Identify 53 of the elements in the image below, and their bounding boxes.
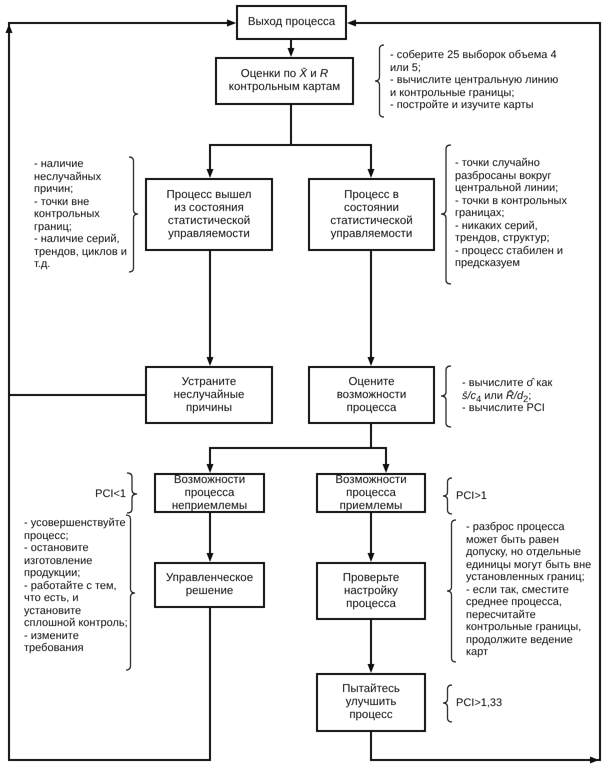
note-text: - остановите изготовление продукции; (24, 542, 94, 580)
note-text: - вычислите σ̂ как s̄/c$_{4}$ или R̄/d$_{2}$; (462, 377, 554, 402)
note-text: PCI>1,33 (456, 697, 504, 710)
box-label: Возможности процесса неприемлемы (170, 474, 248, 512)
process-box (145, 366, 273, 424)
box-label: Оцените возможности процесса (336, 376, 408, 414)
note-text: - разброс процесса может быть равен допуску, но отдельные единицы могут быть вне установленных границ; (466, 521, 592, 584)
arrow (347, 20, 601, 764)
note-text: - точки вне контрольных границ; (34, 196, 101, 233)
process-box (236, 5, 347, 40)
process-box (145, 178, 273, 251)
box-label: Оценки по X̄ и R контрольным картам (228, 68, 342, 94)
arrow (368, 251, 374, 366)
note-text: - соберите 25 выборок объема 4 или 5; (390, 49, 558, 74)
box-label: Выход процесса (248, 16, 336, 29)
note-text: - наличие неслучайных причин; (34, 158, 102, 196)
arrow (206, 251, 214, 366)
note-text: - точки в контрольных границах; (455, 194, 568, 220)
note-text: PCI>1 (456, 490, 488, 502)
box-label: Процесс в состоянии статистической управляемости (329, 188, 414, 240)
arrow (370, 424, 390, 473)
arrow (290, 105, 374, 178)
note-text: - постройте и изучите карты (390, 99, 535, 112)
note-text: - усовершенствуйте процесс; (24, 517, 127, 542)
note-text: - вычислите центральную линию и контрольные границы; (390, 74, 560, 99)
arrow (206, 513, 214, 562)
note-text: - вычислите PCI (462, 402, 546, 414)
note-text: - точки случайно разбросаны вокруг центральной линии; (455, 157, 560, 194)
process-box (154, 562, 265, 608)
box-label: Проверьте настройку процесса (342, 572, 400, 610)
arrow (288, 40, 294, 57)
note-text: - если так, сместите среднее процесса, пересчитайте контрольные границы, продолжите ведение карт (466, 584, 582, 658)
box-label: Устраните неслучайные причины (172, 376, 246, 414)
note-text: PCI<1 (94, 488, 126, 500)
process-box (308, 178, 435, 251)
process-box (316, 473, 426, 513)
process-box (316, 673, 426, 732)
box-label: Пытайтесь улучшить процесс (341, 683, 401, 722)
process-box (215, 57, 354, 105)
box-label: Управленческое решение (164, 572, 254, 598)
note-text: - процесс стабилен и предсказуем (455, 244, 564, 270)
process-box (308, 366, 435, 424)
process-box (154, 473, 265, 513)
box-label: Возможности процесса приемлемы (334, 474, 408, 512)
note-text: - измените требования (24, 630, 85, 654)
note-text: - наличие серий, трендов, циклов и т.д. (34, 233, 128, 270)
arrow (368, 513, 374, 562)
arrow (8, 20, 236, 761)
note-text: - никаких серий, трендов, структур; (455, 220, 551, 244)
note-text: - работайте с тем, что есть, и установите сплошной контроль; (24, 580, 128, 630)
box-label: Процесс вышел из состояния статистической управляемости (166, 188, 252, 240)
process-box (316, 562, 426, 620)
arrow (368, 620, 374, 673)
